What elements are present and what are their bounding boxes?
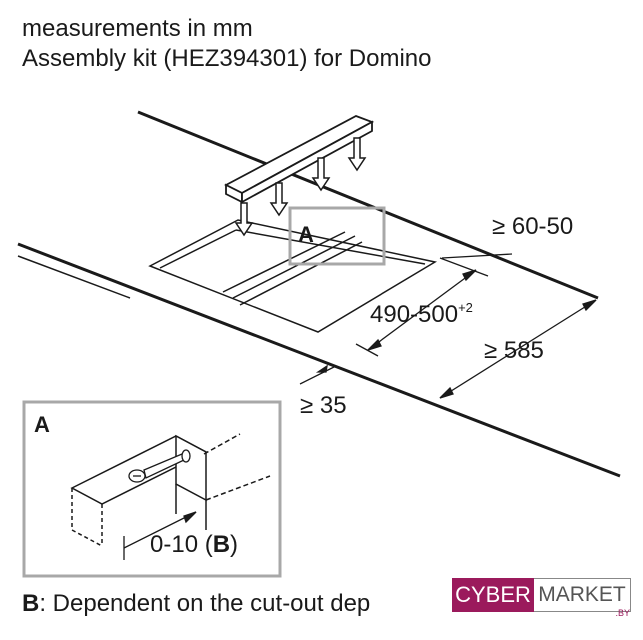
footnote-text: : Dependent on the cut-out dep <box>39 590 371 617</box>
arrow-icon <box>234 202 254 237</box>
worktop-front-edge <box>17 242 621 478</box>
arrow-icon <box>269 182 289 217</box>
arrow-icon <box>311 157 331 192</box>
detail-a-frame <box>288 206 386 266</box>
dim-width-label: 490-500+2 <box>370 300 473 328</box>
footnote: B: Dependent on the cut-out dep <box>22 590 370 618</box>
worktop-back-edge <box>137 110 599 300</box>
footnote-ref: B <box>22 590 40 617</box>
page-header: measurements in mm Assembly kit (HEZ3943… <box>22 14 431 74</box>
arrow-icon <box>347 137 367 172</box>
detail-a-inset-marker: A <box>34 412 50 437</box>
diagram-title: Assembly kit (HEZ394301) for Domino <box>22 45 432 72</box>
detail-a-marker: A <box>298 222 314 247</box>
cutout <box>148 219 438 333</box>
assembly-rail <box>224 115 375 204</box>
store-logo: CYBER MARKET .BY <box>452 576 632 618</box>
dim-depth-label: ≥ 585 <box>484 337 544 364</box>
screw-icon <box>128 449 191 483</box>
dim-inset <box>123 511 197 560</box>
dim-top <box>441 253 513 259</box>
worktop-front-lower-edge <box>17 255 131 299</box>
dim-width <box>355 257 489 357</box>
measurement-unit-note: measurements in mm <box>22 15 253 42</box>
logo-left: CYBER <box>452 578 534 612</box>
down-arrows <box>234 137 367 237</box>
dim-depth <box>439 299 597 399</box>
dim-front-label: ≥ 35 <box>300 392 347 419</box>
logo-right: MARKET <box>534 578 631 612</box>
dim-inset-label: 0-10 (B) <box>150 531 238 558</box>
logo-suffix: .BY <box>615 608 630 618</box>
dim-top-label: ≥ 60-50 <box>492 213 573 240</box>
dim-front <box>299 364 337 385</box>
